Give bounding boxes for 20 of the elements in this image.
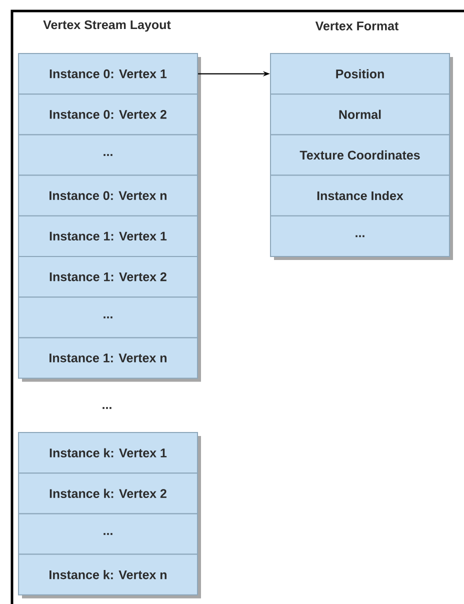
stack-row: Instance k: Vertex 2	[18, 472, 198, 514]
stack-row: Position	[270, 53, 450, 95]
stack-row: Instance 0: Vertex 1	[18, 53, 198, 95]
stack-row: Normal	[270, 94, 450, 136]
stack-row: Instance 1: Vertex 1	[18, 215, 198, 257]
stack-row: ...	[18, 134, 198, 176]
stack-row: Instance 0: Vertex 2	[18, 94, 198, 136]
stack-row: Instance Index	[270, 174, 450, 216]
ellipsis-text: ...	[102, 407, 112, 409]
stack-row: Texture Coordinates	[270, 134, 450, 176]
stack-row: Instance 1: Vertex n	[18, 337, 198, 379]
stack-row: Instance k: Vertex n	[18, 554, 198, 596]
stack-row: Instance 1: Vertex 2	[18, 256, 198, 298]
stack-row: Instance 0: Vertex n	[18, 174, 198, 216]
heading-text: Vertex Stream Layout	[43, 20, 171, 32]
stack-row: ...	[18, 513, 198, 555]
heading-text: Vertex Format	[315, 22, 399, 30]
stack-row: ...	[18, 296, 198, 338]
stack-row: ...	[270, 215, 450, 257]
stack-row: Instance k: Vertex 1	[18, 432, 198, 474]
